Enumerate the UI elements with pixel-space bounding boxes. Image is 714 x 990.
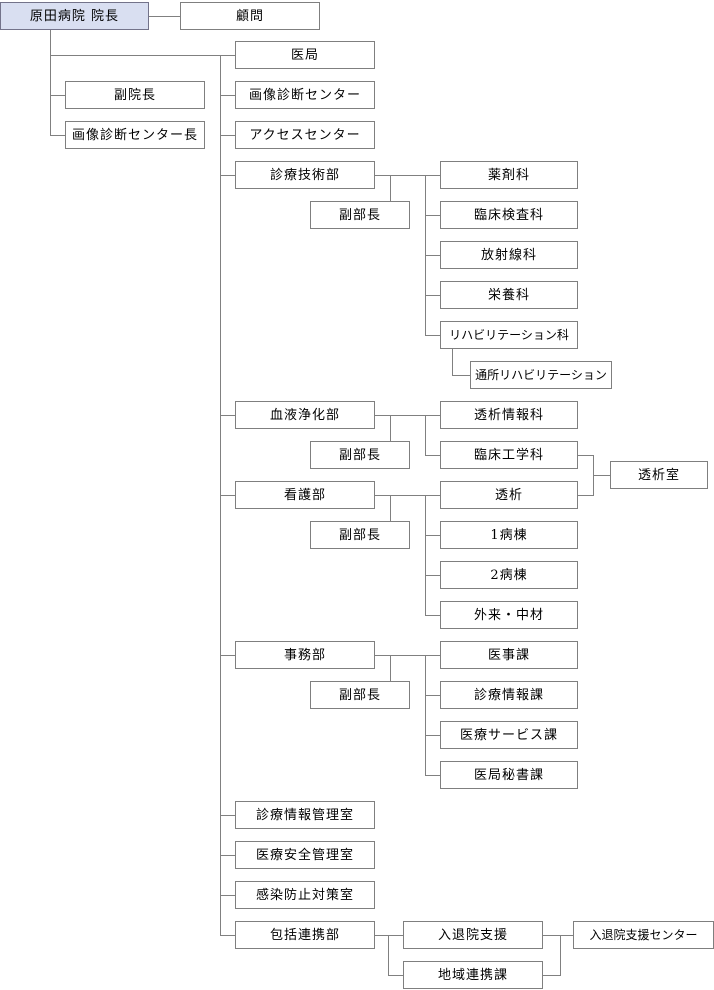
connector-line [425, 335, 440, 336]
box-medical-technology-dept: 診療技術部 [235, 161, 375, 189]
box-dialysis-room: 透析室 [610, 461, 708, 489]
box-clinical-laboratory: 臨床検査科 [440, 201, 578, 229]
connector-line [425, 575, 440, 576]
box-advisor: 顧問 [180, 2, 320, 30]
connector-line [375, 415, 440, 416]
box-pharmacy: 薬剤科 [440, 161, 578, 189]
connector-line [220, 175, 235, 176]
connector-line [388, 935, 389, 976]
connector-line [425, 455, 440, 456]
connector-line [375, 495, 440, 496]
connector-line [543, 975, 560, 976]
box-medical-office-secretary: 医局秘書課 [440, 761, 578, 789]
box-administration-dept: 事務部 [235, 641, 375, 669]
box-ward-2: 2病棟 [440, 561, 578, 589]
connector-line [220, 895, 235, 896]
box-medical-service: 医療サービス課 [440, 721, 578, 749]
connector-line [50, 30, 51, 136]
connector-line [452, 349, 453, 376]
connector-line [220, 95, 235, 96]
box-admission-discharge-center: 入退院支援センター [573, 921, 714, 949]
connector-line [425, 735, 440, 736]
connector-line [425, 775, 440, 776]
connector-line [425, 615, 440, 616]
connector-line [220, 815, 235, 816]
connector-line [220, 415, 235, 416]
box-admission-discharge-support: 入退院支援 [403, 921, 543, 949]
box-hospital-director: 原田病院 院長 [0, 2, 149, 30]
connector-line [425, 655, 426, 776]
box-ward-1: 1病棟 [440, 521, 578, 549]
connector-line [560, 935, 561, 976]
connector-line [543, 935, 573, 936]
connector-line [425, 495, 426, 616]
box-outpatient-central-supply: 外来・中材 [440, 601, 578, 629]
connector-line [578, 455, 593, 456]
box-nursing-deputy: 副部長 [310, 521, 410, 549]
box-outpatient-rehabilitation: 通所リハビリテーション [470, 361, 612, 389]
connector-line [220, 935, 235, 936]
box-nutrition: 栄養科 [440, 281, 578, 309]
box-comprehensive-collaboration-dept: 包括連携部 [235, 921, 375, 949]
connector-line [593, 475, 610, 476]
box-access-center: アクセスセンター [235, 121, 375, 149]
box-medical-safety-office: 医療安全管理室 [235, 841, 375, 869]
connector-line [50, 135, 65, 136]
connector-line [50, 55, 236, 56]
connector-line [220, 855, 235, 856]
connector-line [220, 495, 235, 496]
box-medical-office: 医局 [235, 41, 375, 69]
box-imaging-center: 画像診断センター [235, 81, 375, 109]
box-blood-purification-deputy: 副部長 [310, 441, 410, 469]
box-dialysis: 透析 [440, 481, 578, 509]
connector-line [452, 375, 470, 376]
box-blood-purification-dept: 血液浄化部 [235, 401, 375, 429]
connector-line [50, 95, 65, 96]
box-medical-affairs: 医事課 [440, 641, 578, 669]
connector-line [425, 215, 440, 216]
box-vice-director: 副院長 [65, 81, 205, 109]
box-regional-collaboration: 地域連携課 [403, 961, 543, 989]
connector-line [425, 535, 440, 536]
box-administration-deputy: 副部長 [310, 681, 410, 709]
connector-line [425, 295, 440, 296]
connector-line [390, 495, 391, 522]
connector-line [220, 655, 235, 656]
box-infection-control-office: 感染防止対策室 [235, 881, 375, 909]
connector-line [425, 255, 440, 256]
connector-line [390, 415, 391, 442]
connector-line [375, 175, 440, 176]
connector-line [220, 135, 235, 136]
box-clinical-engineering: 臨床工学科 [440, 441, 578, 469]
connector-line [390, 655, 391, 682]
box-medical-technology-deputy: 副部長 [310, 201, 410, 229]
connector-line [425, 415, 426, 456]
box-rehabilitation: リハビリテーション科 [440, 321, 578, 349]
box-nursing-dept: 看護部 [235, 481, 375, 509]
box-radiology: 放射線科 [440, 241, 578, 269]
box-dialysis-information: 透析情報科 [440, 401, 578, 429]
connector-line [390, 175, 391, 202]
connector-line [375, 655, 440, 656]
connector-line [425, 695, 440, 696]
box-medical-information: 診療情報課 [440, 681, 578, 709]
connector-line [375, 935, 403, 936]
box-imaging-center-director: 画像診断センター長 [65, 121, 205, 149]
connector-line [388, 975, 403, 976]
box-medical-records-office: 診療情報管理室 [235, 801, 375, 829]
connector-line [149, 16, 180, 17]
connector-line [578, 495, 593, 496]
